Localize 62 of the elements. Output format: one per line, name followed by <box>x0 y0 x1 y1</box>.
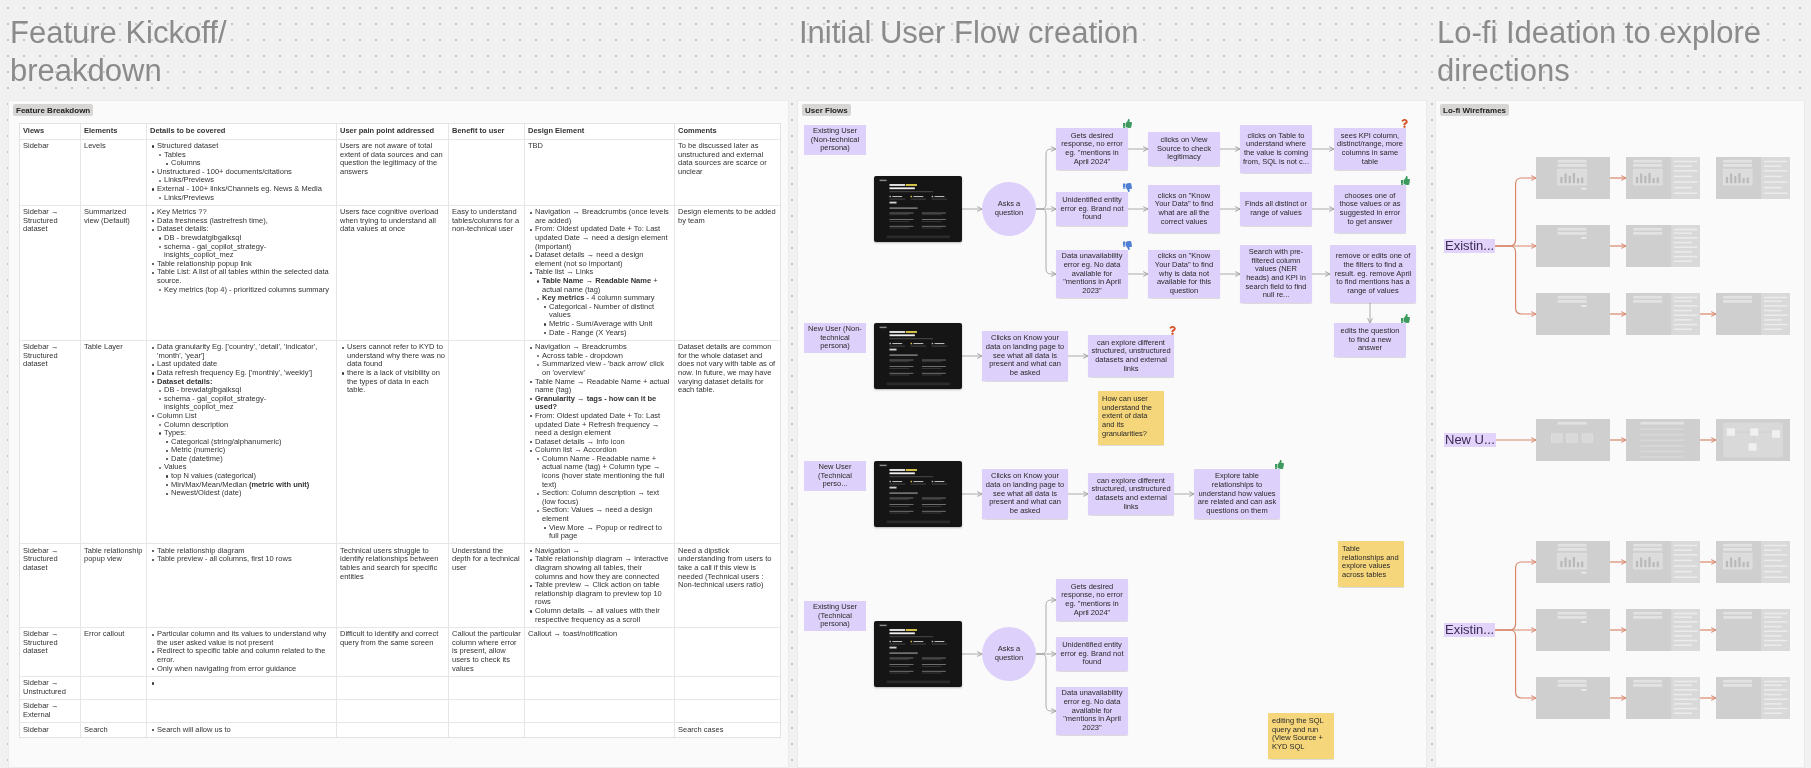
app-screen-mockup <box>874 176 962 242</box>
section-tag: User Flows <box>802 104 851 116</box>
arrow <box>1609 559 1627 565</box>
wireframe-thumbnail <box>1716 609 1790 651</box>
wireframe-thumbnail <box>1626 419 1700 461</box>
arrow <box>1609 175 1627 181</box>
process-circle <box>982 182 1036 236</box>
arrow <box>1609 311 1627 317</box>
step-sticky <box>1240 192 1312 226</box>
arrow <box>1494 629 1537 701</box>
arrow <box>1609 695 1627 701</box>
wireframe-thumbnail <box>1716 677 1790 719</box>
section-tag: Lo-fi Wireframes <box>1440 104 1510 116</box>
wireframe-thumbnail <box>1626 677 1700 719</box>
arrow <box>1699 627 1717 633</box>
arrow <box>1699 559 1717 565</box>
arrow <box>1699 311 1717 317</box>
wireframe-thumbnail <box>1626 225 1700 267</box>
wireframe-thumbnail <box>1536 293 1610 335</box>
arrow <box>1495 437 1537 443</box>
arrow <box>1609 437 1627 443</box>
section-tag: Feature Breakdown <box>13 104 94 116</box>
app-screen-mockup <box>874 621 962 687</box>
persona-sticky <box>804 461 866 491</box>
sticky-note <box>1098 391 1164 445</box>
label-text: Existin... <box>1445 239 1495 253</box>
wireframe-thumbnail <box>1536 677 1610 719</box>
wireframe-thumbnail <box>1716 541 1790 583</box>
section-panel <box>1435 100 1805 768</box>
section-heading: Feature Kickoff/ breakdown <box>10 14 228 90</box>
section-heading: Initial User Flow creation <box>799 14 1140 52</box>
wireframe-thumbnail <box>1716 157 1790 199</box>
label-text: Existin... <box>1445 623 1495 637</box>
wireframe-thumbnail <box>1626 541 1700 583</box>
wireframe-thumbnail <box>1536 609 1610 651</box>
step-sticky <box>1148 185 1220 233</box>
arrow <box>1699 695 1717 701</box>
wireframe-thumbnail <box>1626 609 1700 651</box>
step-sticky <box>1148 132 1220 166</box>
wireframe-thumbnail <box>1536 541 1610 583</box>
wireframe-thumbnail <box>1716 419 1790 461</box>
wireframe-thumbnail <box>1626 157 1700 199</box>
sticky-note <box>1338 541 1404 587</box>
section-heading: Lo-fi Ideation to explore directions <box>1437 14 1762 90</box>
app-screen-mockup <box>874 323 962 389</box>
wireframe-thumbnail <box>1536 157 1610 199</box>
arrow <box>1609 243 1627 249</box>
arrow <box>1494 245 1537 317</box>
wireframe-thumbnail <box>1716 293 1790 335</box>
sticky-note <box>1268 713 1334 759</box>
wireframe-thumbnail <box>1536 225 1610 267</box>
persona-sticky <box>804 601 866 631</box>
arrow <box>1609 627 1627 633</box>
wireframe-thumbnail <box>1626 293 1700 335</box>
step-sticky <box>1240 125 1312 173</box>
step-sticky <box>1330 245 1416 303</box>
label-text: New U... <box>1445 433 1495 447</box>
app-screen-mockup <box>874 461 962 527</box>
section-panel <box>797 100 1427 768</box>
arrow <box>1699 437 1717 443</box>
wireframe-thumbnail <box>1536 419 1610 461</box>
process-circle <box>982 627 1036 681</box>
